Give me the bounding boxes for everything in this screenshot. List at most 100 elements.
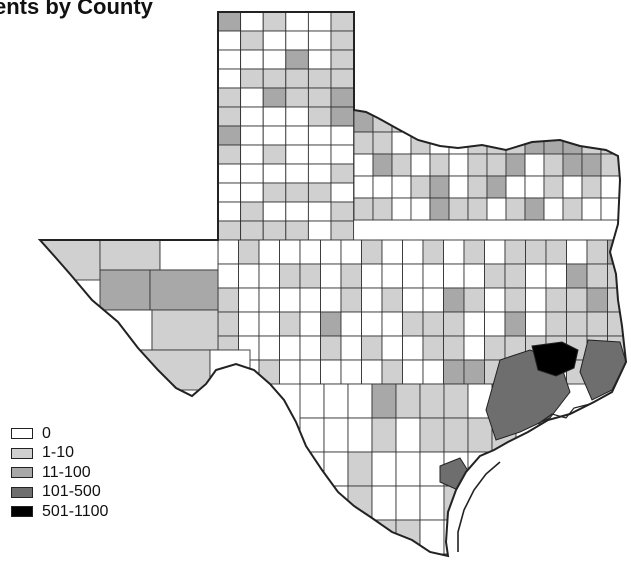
county [491,519,517,555]
county [419,485,445,521]
county [340,287,362,313]
county [330,12,355,32]
county [262,144,287,165]
county [372,175,393,199]
county [486,131,507,155]
county [600,131,621,155]
legend-label: 1-10 [42,444,75,462]
county [217,12,242,32]
county [217,144,242,165]
county [285,182,309,203]
county [381,263,403,289]
county [258,359,280,385]
county [505,197,526,221]
county [299,287,321,313]
county [467,109,488,133]
county [99,239,161,271]
county [410,153,431,177]
county-harris [531,341,579,377]
county [285,144,309,165]
county [504,311,526,337]
county [443,239,465,265]
legend-swatch [11,506,33,518]
county [238,239,260,265]
county [217,163,242,184]
county [323,485,349,521]
county [504,239,526,265]
county [545,263,567,289]
county [320,263,342,289]
county [402,263,424,289]
county [395,485,421,521]
county [429,109,450,133]
county [151,309,219,351]
county [429,153,450,177]
county [285,12,309,32]
county [467,417,493,453]
county [391,109,412,133]
county [347,451,373,487]
county [149,269,219,311]
county [240,68,264,89]
county [307,68,332,89]
county [99,269,151,311]
county [515,485,541,521]
county [353,153,374,177]
county [505,131,526,155]
county [299,417,325,453]
county [422,263,444,289]
county [240,163,264,184]
county [381,287,403,313]
county [307,49,332,70]
county [361,335,383,361]
county [486,109,507,133]
county [566,287,588,313]
county [586,263,608,289]
county [448,153,469,177]
county [586,239,608,265]
county [443,417,469,453]
county [299,311,321,337]
county [562,109,583,133]
county [307,125,332,146]
county [372,153,393,177]
county [402,287,424,313]
county [217,125,242,146]
county [566,263,588,289]
county [422,287,444,313]
legend-label: 101-500 [42,483,101,501]
county [505,175,526,199]
county [262,220,287,241]
county [262,106,287,127]
county [330,220,355,241]
county [307,106,332,127]
county [395,383,421,419]
county [299,485,325,521]
county [484,287,506,313]
county [463,239,485,265]
county [543,153,564,177]
county [443,359,465,385]
county [463,359,485,385]
county [258,335,280,361]
county [240,125,264,146]
county [240,182,264,203]
county [307,144,332,165]
county [299,383,325,419]
county [285,163,309,184]
county [320,239,342,265]
legend-swatch [11,447,33,459]
county [586,287,608,313]
county [262,201,287,222]
county [524,197,545,221]
county [543,109,564,133]
county [448,109,469,133]
county [330,49,355,70]
county [320,359,342,385]
county [391,175,412,199]
county [463,311,485,337]
county [240,106,264,127]
county [504,287,526,313]
county [505,153,526,177]
county [330,163,355,184]
